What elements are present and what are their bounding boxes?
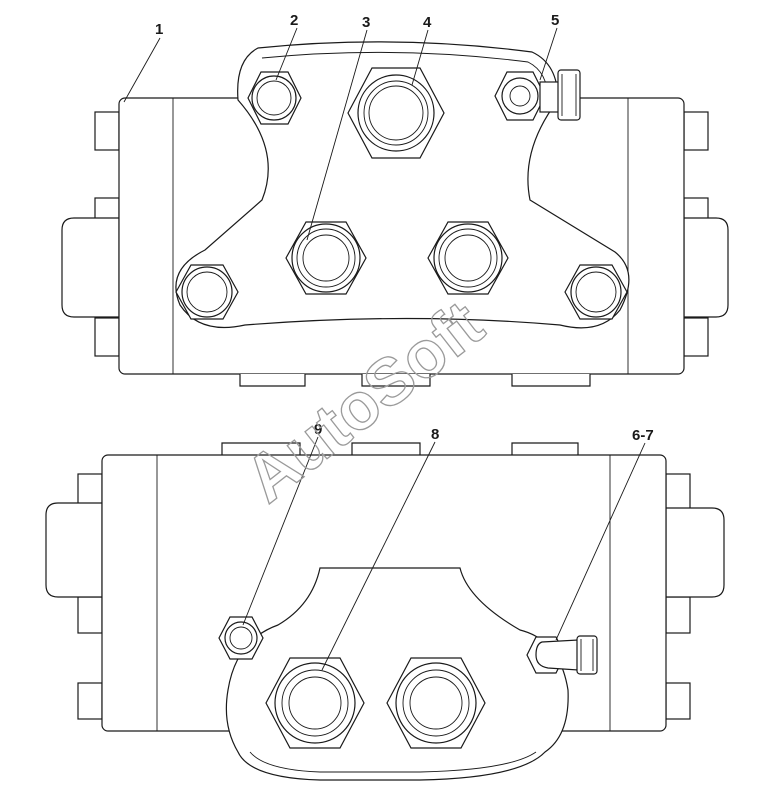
top-left-bolt-3 <box>94 317 120 357</box>
port-3-fitting <box>285 221 367 295</box>
top-right-end-cap <box>683 217 729 318</box>
port-5-fitting <box>494 69 581 121</box>
leader-6-7 <box>555 442 646 641</box>
port-2-fitting <box>247 71 302 125</box>
callout-labels: 1 2 3 4 5 9 8 6-7 <box>155 12 654 444</box>
leader-2 <box>275 27 298 81</box>
port-9-fitting <box>218 616 264 660</box>
top-body-lugs <box>239 374 591 387</box>
top-left-end-cap <box>61 217 120 318</box>
callout-2: 2 <box>290 12 298 29</box>
callout-5: 5 <box>551 12 559 29</box>
bottom-right-end-cap <box>665 507 725 598</box>
leader-9 <box>242 436 319 626</box>
leader-5 <box>539 27 558 81</box>
callout-3: 3 <box>362 14 370 31</box>
top-left-bolt-1 <box>94 111 120 151</box>
port-8-fitting <box>265 657 365 749</box>
bottom-right-bolt-3 <box>665 682 691 720</box>
leader-lines <box>123 27 646 671</box>
port-6-7-fitting <box>526 635 598 675</box>
port-lower-left-small-fitting <box>175 264 239 320</box>
bottom-body-lugs <box>221 442 579 455</box>
bottom-left-end-cap <box>45 502 103 598</box>
bottom-boss-inner-edge <box>249 751 537 773</box>
port-far-right-small-fitting <box>564 264 628 320</box>
port-4-fitting <box>347 67 445 159</box>
bottom-right-bolt-1 <box>665 473 691 511</box>
callout-4: 4 <box>423 14 432 31</box>
bottom-left-bolt-3 <box>77 682 103 720</box>
callout-6-7: 6-7 <box>632 427 654 444</box>
top-view <box>61 41 729 387</box>
leader-3 <box>306 29 368 241</box>
leader-8 <box>321 441 436 671</box>
bottom-right-bolt-2 <box>665 596 691 634</box>
callout-9: 9 <box>314 421 322 438</box>
port-bottom-right-large-fitting <box>386 657 486 749</box>
top-right-bolt-3 <box>683 317 709 357</box>
leader-1 <box>123 37 161 103</box>
callout-1: 1 <box>155 21 163 38</box>
callout-8: 8 <box>431 426 439 443</box>
bottom-left-bolt-2 <box>77 596 103 634</box>
port-lower-right-fitting <box>427 221 509 295</box>
bottom-view <box>45 442 725 781</box>
top-right-bolt-1 <box>683 111 709 151</box>
leader-4 <box>411 29 429 86</box>
top-boss-inner-edge <box>261 51 549 101</box>
